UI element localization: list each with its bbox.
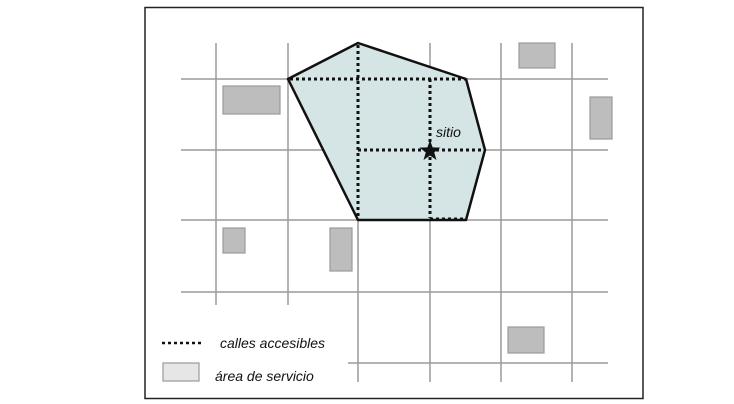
- buildings: [222, 42, 613, 354]
- legend-area-swatch-icon: [162, 362, 200, 382]
- building: [222, 85, 281, 115]
- building: [222, 227, 246, 254]
- site-star-icon: [419, 140, 441, 160]
- site-label: sitio: [436, 124, 461, 140]
- building: [589, 96, 613, 140]
- building: [507, 326, 545, 354]
- building: [518, 42, 556, 69]
- building: [329, 227, 353, 272]
- legend-area-label: área de servicio: [215, 368, 314, 384]
- legend-streets-label: calles accesibles: [220, 335, 325, 351]
- legend: calles accesibles área de servicio: [162, 335, 325, 384]
- accessible-streets: [290, 45, 485, 221]
